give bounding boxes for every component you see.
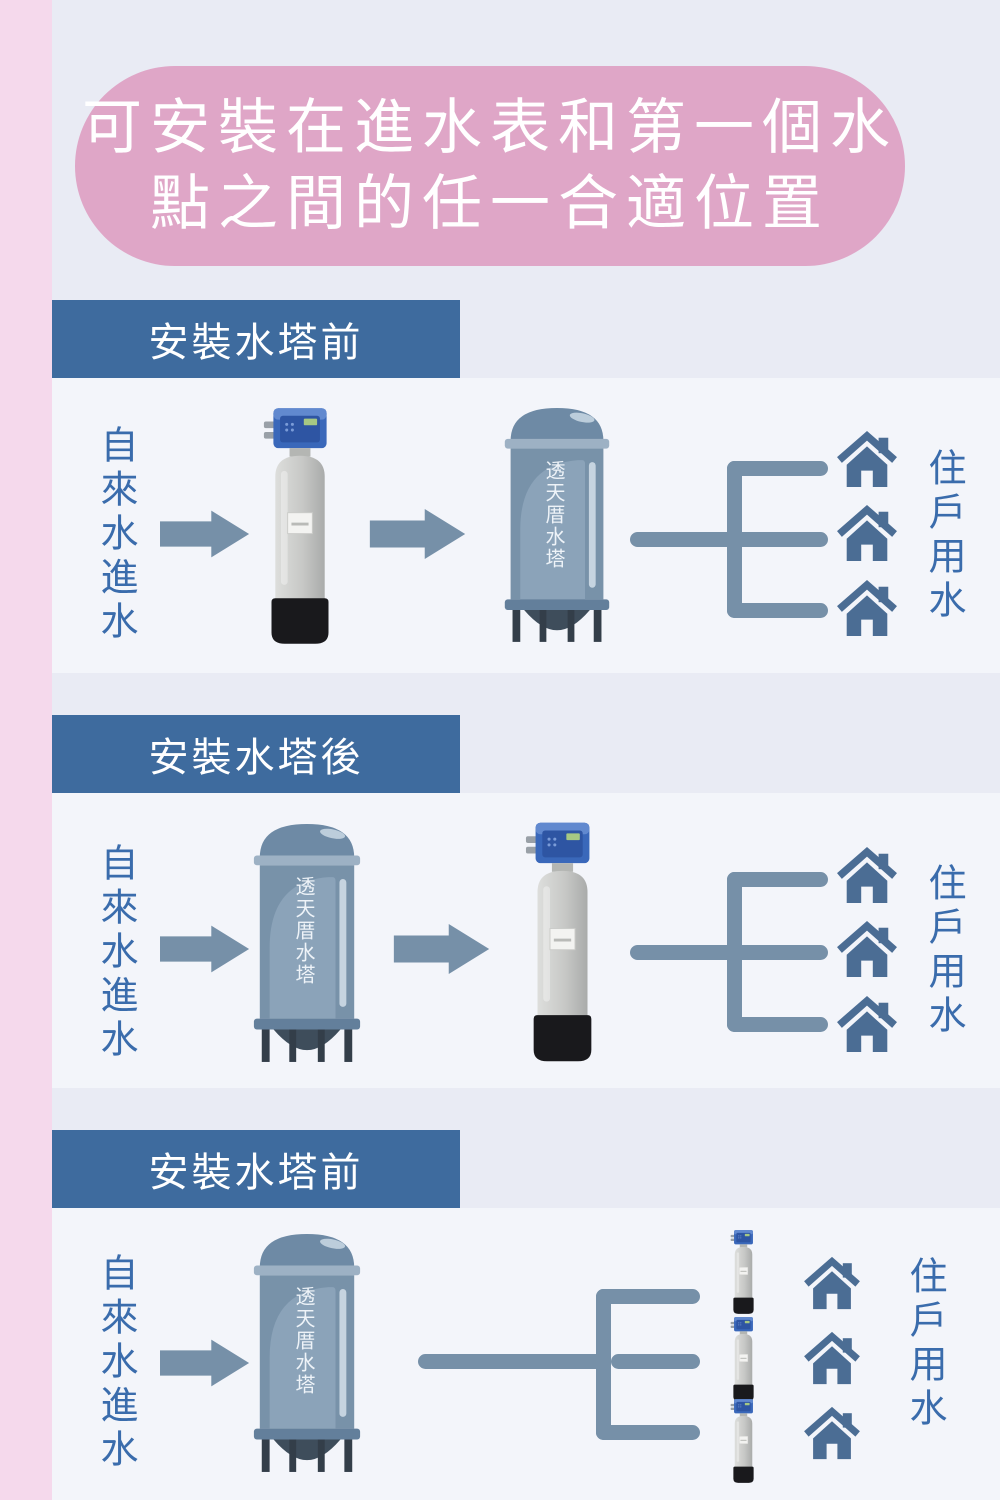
water-tower-label: 透天厝水塔	[292, 876, 314, 986]
arrow-right-icon	[160, 1337, 250, 1389]
water-softener-illustration	[262, 402, 338, 650]
section-3-source-water-label: 自來水進水	[94, 1253, 136, 1473]
house-icon	[836, 579, 898, 637]
pipe-branch-bottom	[727, 1017, 828, 1032]
section-1-source-water-label: 自來水進水	[94, 425, 136, 645]
house-icon	[836, 920, 898, 978]
pipe-trunk	[596, 1289, 611, 1440]
section-2-header: 安裝水塔後	[52, 715, 460, 793]
arrow-right-icon	[160, 923, 250, 975]
house-icon	[803, 1256, 861, 1310]
small-water-softener-illustration	[730, 1228, 757, 1316]
pipe-branch-top	[727, 461, 828, 476]
section-3-header: 安裝水塔前	[52, 1130, 460, 1208]
house-icon	[836, 430, 898, 488]
small-water-softener-illustration	[730, 1397, 757, 1485]
pipe-branch-top	[596, 1289, 700, 1304]
section-1-households-label: 住戶用水	[922, 448, 964, 624]
pipe-trunk	[727, 461, 742, 618]
small-water-softener-illustration	[730, 1315, 757, 1403]
house-icon	[836, 995, 898, 1053]
section-1-header: 安裝水塔前	[52, 300, 460, 378]
title-banner: 可安裝在進水表和第一個水 點之間的任一合適位置	[75, 66, 905, 266]
water-tower-label: 透天厝水塔	[542, 460, 564, 570]
house-icon	[836, 846, 898, 904]
arrow-right-icon	[386, 923, 498, 975]
pipe-feed	[418, 1354, 611, 1369]
section-3-households-label: 住戶用水	[903, 1256, 945, 1432]
pipe-branch-bottom	[596, 1425, 700, 1440]
arrow-right-icon	[366, 508, 470, 560]
water-softener-illustration	[524, 817, 601, 1067]
title-line-1: 可安裝在進水表和第一個水	[82, 94, 898, 161]
house-icon	[803, 1406, 861, 1460]
pipe-branch-bottom	[727, 603, 828, 618]
section-2-source-water-label: 自來水進水	[94, 843, 136, 1063]
house-icon	[836, 504, 898, 562]
section-2-households-label: 住戶用水	[922, 863, 964, 1039]
pipe-branch-middle	[611, 1354, 700, 1369]
left-accent-strip	[0, 0, 52, 1500]
title-line-2: 點之間的任一合適位置	[150, 170, 830, 237]
water-tower-label: 透天厝水塔	[292, 1286, 314, 1396]
arrow-right-icon	[160, 508, 250, 560]
pipe-trunk	[727, 872, 742, 1032]
house-icon	[803, 1331, 861, 1385]
pipe-branch-top	[727, 872, 828, 887]
